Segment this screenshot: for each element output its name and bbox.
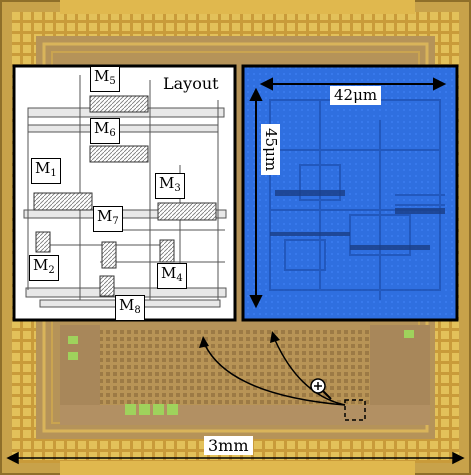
transistor-label-m8: M8 xyxy=(115,295,145,321)
transistor-label-m4: M4 xyxy=(157,263,187,289)
transistor-label-m3: M3 xyxy=(155,173,185,199)
micrograph-panel xyxy=(241,64,459,322)
magnifier-plus-icon xyxy=(310,378,332,400)
transistor-label-m5: M5 xyxy=(90,66,120,92)
region-marker xyxy=(344,399,366,421)
micrograph-width-label: 42μm xyxy=(330,86,382,105)
chip-size-label: 3mm xyxy=(204,436,253,455)
micrograph-height-label: 45μm xyxy=(261,124,280,176)
transistor-label-m7: M7 xyxy=(93,206,123,232)
transistor-label-m2: M2 xyxy=(29,255,59,281)
transistor-label-m1: M1 xyxy=(31,158,61,184)
transistor-label-m6: M6 xyxy=(90,118,120,144)
layout-title: Layout xyxy=(160,74,222,93)
